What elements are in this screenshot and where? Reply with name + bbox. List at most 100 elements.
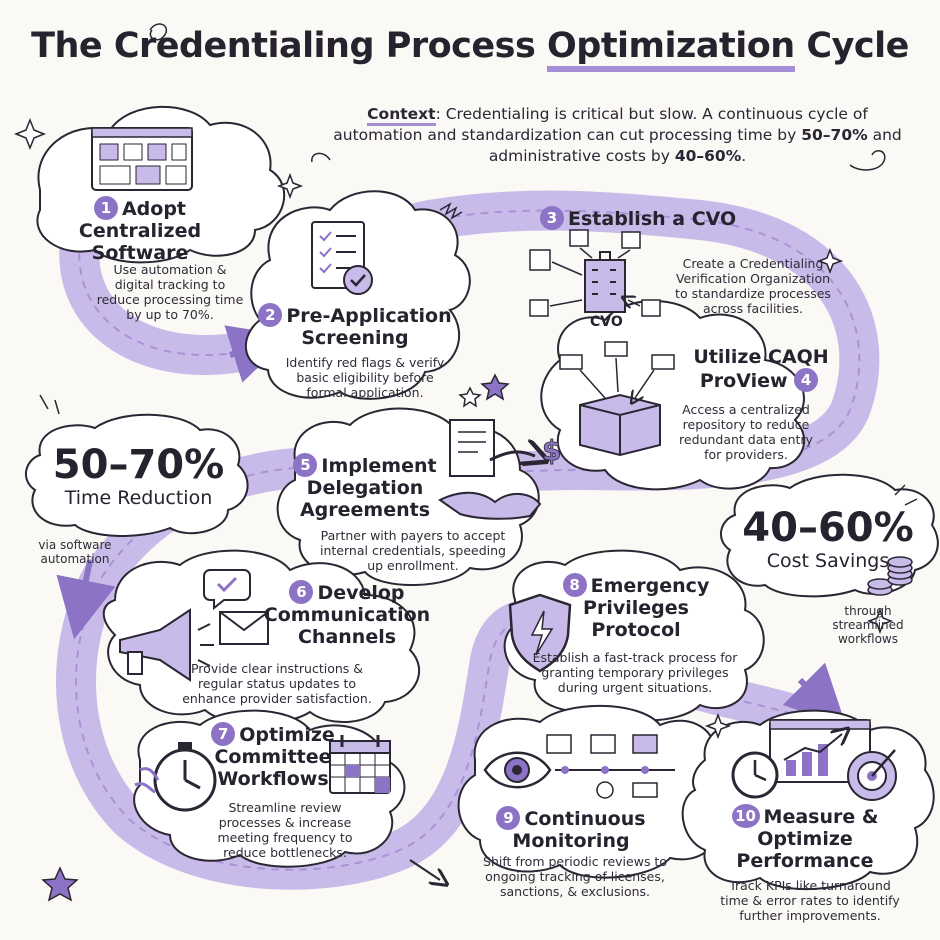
step-4-title: Utilize CAQH ProView (693, 346, 829, 392)
step-9-number: 9 (496, 806, 521, 830)
step-8-description: Establish a fast-track process for grant… (532, 650, 738, 695)
title-highlight: Optimization (547, 26, 795, 72)
step-1-description-box: Use automation & digital tracking to red… (95, 256, 245, 322)
step-6-title: Develop Communication Channels (263, 582, 431, 648)
step-4: Utilize CAQH ProView 4 (676, 346, 846, 392)
step-3-number: 3 (540, 206, 564, 230)
stat-cost-note: through streamlined workflows (832, 604, 904, 646)
cloud-stat-cost (720, 473, 939, 598)
checklist-icon (311, 221, 373, 295)
step-5-title: Implement Delegation Agreements (299, 455, 437, 521)
coins-icon (867, 556, 913, 596)
cloud-step-2 (245, 190, 471, 400)
context-text-before: : Credentialing is critical but slow. A … (333, 105, 868, 144)
stat-time-reduction: 50–70% Time Reduction (36, 443, 241, 509)
stat-cost-label: Cost Savings (766, 550, 890, 572)
flow-arrow-3 (782, 662, 847, 727)
svg-text:$: $ (542, 434, 561, 467)
step-10-number: 10 (731, 804, 760, 828)
context-paragraph: Context: Credentialing is critical but s… (330, 104, 905, 167)
step-7-description-box: Streamline review processes & increase m… (200, 794, 370, 860)
step-4-description-box: Access a centralized repository to reduc… (676, 396, 816, 462)
flow-arrow-2 (56, 559, 116, 640)
stat-time-label: Time Reduction (64, 487, 213, 509)
step-5-number: 5 (293, 453, 318, 477)
shield-lightning-icon (508, 593, 572, 673)
step-8-description-box: Establish a fast-track process for grant… (520, 644, 750, 695)
step-5-description: Partner with payers to accept internal c… (320, 528, 506, 573)
cvo-label: CVO (590, 314, 623, 330)
step-6-description-box: Provide clear instructions & regular sta… (172, 655, 382, 706)
context-text-middle: and administrative costs by (488, 126, 902, 165)
step-4-heading: Utilize CAQH ProView 4 (676, 346, 846, 392)
step-9-title: Continuous Monitoring (512, 808, 646, 852)
step-9-description: Shift from periodic reviews to ongoing t… (483, 854, 667, 899)
cvo-hub-icon (529, 229, 661, 317)
stopwatch-icon (134, 742, 217, 812)
step-2-number: 2 (258, 303, 283, 327)
context-label: Context (367, 105, 436, 126)
step-3-description: Create a Credentialing Verification Orga… (675, 256, 831, 316)
eye-monitoring-icon (483, 734, 675, 799)
step-7-title: Optimize Committee Workflows (214, 724, 335, 790)
stat-time-note: via software automation (38, 538, 112, 566)
context-text-end: . (741, 147, 747, 165)
step-2-description: Identify red flags & verify basic eligib… (285, 355, 445, 400)
title-part-2: Cycle (794, 26, 909, 66)
stat-time-value: 50–70% (52, 442, 225, 488)
sparkle-decorations (13, 117, 894, 902)
step-1-title: Adopt Centralized Software (78, 198, 202, 264)
step-9-description-box: Shift from periodic reviews to ongoing t… (465, 848, 685, 899)
step-3-description-box: Create a Credentialing Verification Orga… (668, 250, 838, 316)
step-2-title: Pre-Application Screening (286, 305, 452, 349)
step-4-number: 4 (794, 368, 819, 392)
envelope-icon (219, 611, 269, 645)
step-1-number: 1 (93, 196, 118, 220)
step-7-number: 7 (211, 722, 236, 746)
stat-cost-value: 40–60% (742, 505, 914, 551)
context-time-cut: 50–70% (801, 126, 868, 144)
stat-cost-savings: 40–60% Cost Savings (728, 506, 928, 572)
calendar-icon (329, 735, 391, 794)
step-3-title: Establish a CVO (568, 208, 737, 230)
flow-arrow-5 (409, 859, 440, 880)
handshake-document-icon: $ (438, 419, 562, 520)
caqh-box-icon (559, 341, 675, 457)
step-10-description: Track KPIs like turnaround time & error … (720, 878, 900, 923)
swirl-decorations (39, 23, 918, 506)
step-6-description: Provide clear instructions & regular sta… (182, 661, 372, 706)
context-cost-cut: 40–60% (674, 147, 742, 165)
cloud-stat-time (25, 413, 249, 537)
step-8-number: 8 (562, 573, 587, 597)
performance-chart-icon (731, 719, 897, 801)
page-title: The Credentialing Process Optimization C… (0, 26, 940, 72)
title-part-1: The Credentialing Process (31, 26, 548, 66)
software-dashboard-icon (91, 127, 193, 191)
step-10-title: Measure & Optimize Performance (736, 806, 879, 872)
step-4-description: Access a centralized repository to reduc… (679, 402, 813, 462)
step-5-description-box: Partner with payers to accept internal c… (318, 522, 508, 573)
step-6-number: 6 (289, 580, 314, 604)
chat-check-icon (203, 569, 251, 611)
step-8-title: Emergency Privileges Protocol (583, 575, 710, 641)
step-7-description: Streamline review processes & increase m… (217, 800, 353, 860)
